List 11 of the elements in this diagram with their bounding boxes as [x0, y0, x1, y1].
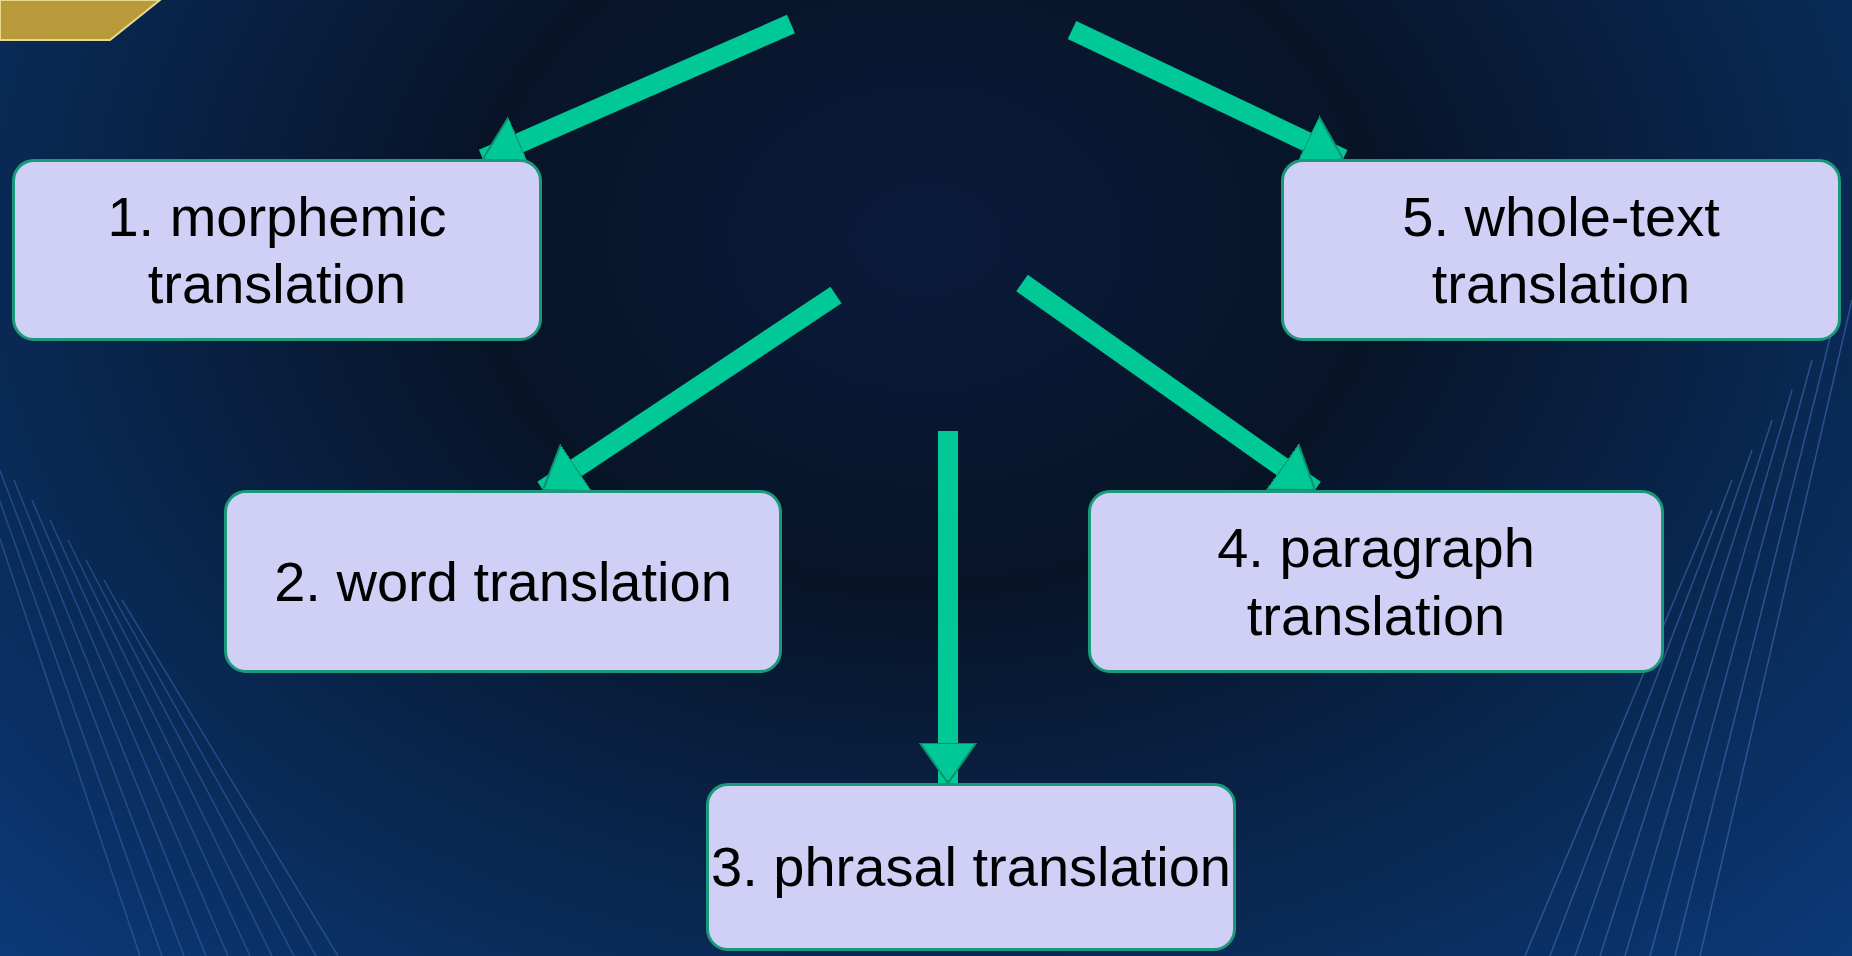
- box-label: 3. phrasal translation: [711, 834, 1231, 901]
- process-box: [1281, 159, 1841, 341]
- process-box: [1088, 490, 1664, 673]
- process-box: [224, 490, 782, 673]
- process-box: [706, 783, 1236, 951]
- box-label: 5. whole-text translation: [1401, 183, 1721, 317]
- process-box: [12, 159, 542, 341]
- box-label: 2. word translation: [274, 548, 732, 615]
- block-arrow: [919, 431, 977, 784]
- box-label: 4. paragraph translation: [1216, 515, 1536, 649]
- box-label: 1. morphemic translation: [106, 183, 448, 317]
